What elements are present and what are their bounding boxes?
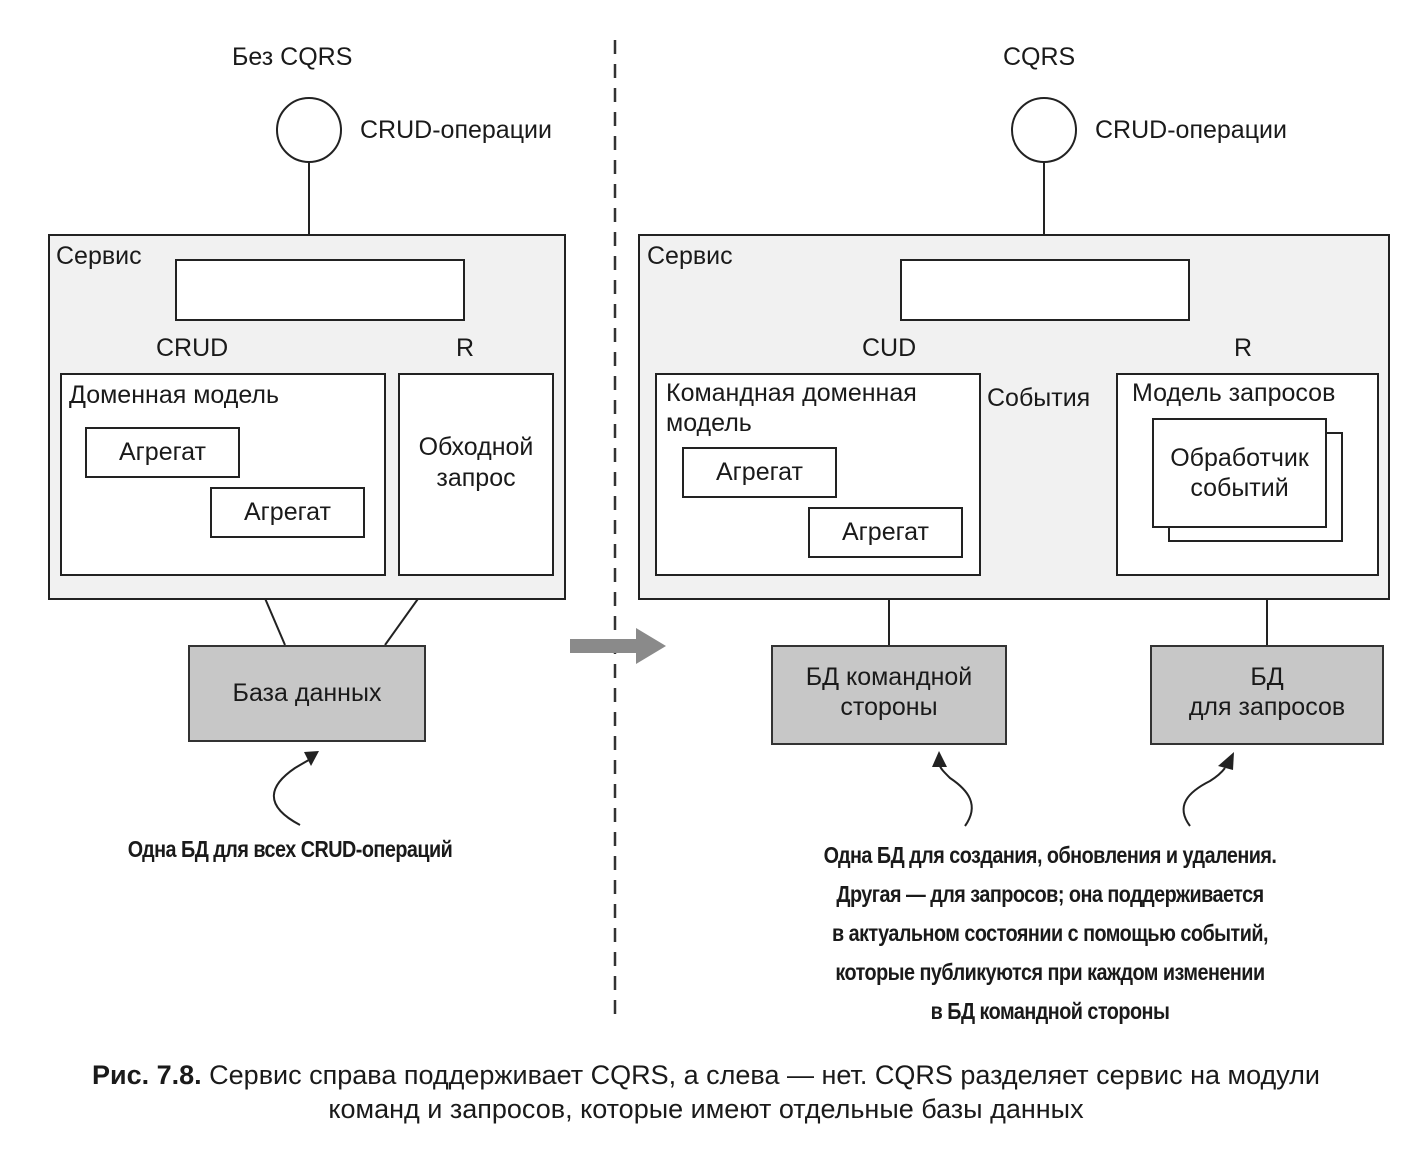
right-r-label: R [1234, 334, 1253, 362]
right-note-line: которые публикуются при каждом изменении [835, 959, 1265, 985]
query-note-pointer [1182, 767, 1226, 827]
right-command-db [771, 645, 1007, 745]
right-command-db-line1: БД командной [805, 663, 973, 691]
right-command-model-line2: модель [666, 409, 752, 437]
right-circle-label: CRUD-операции [1095, 116, 1287, 144]
right-query-db-line1: БД [1250, 663, 1284, 691]
caption-line-1: Рис. 7.8. Сервис справа поддерживает CQR… [0, 1058, 1412, 1092]
right-command-model-line1: Командная доменная [666, 379, 917, 407]
caption-text-1: Сервис справа поддерживает CQRS, а слева… [209, 1060, 1321, 1090]
left-note: Одна БД для всех CRUD-операций [127, 836, 453, 862]
left-title: Без CQRS [232, 43, 353, 71]
command-note-arrowhead-icon [932, 751, 947, 767]
right-aggregate-1: Агрегат [682, 447, 837, 498]
left-crud-circle [276, 97, 342, 163]
right-handler-card [1152, 418, 1327, 528]
figure-caption: Рис. 7.8. Сервис справа поддерживает CQR… [0, 1058, 1412, 1126]
query-note-arrowhead-icon [1218, 752, 1234, 770]
command-note-pointer [939, 765, 973, 827]
left-bypass-line1: Обходной [418, 433, 534, 461]
left-note-pointer [272, 757, 313, 826]
left-note-arrowhead-icon [304, 751, 319, 766]
left-aggregate-1: Агрегат [85, 427, 240, 478]
right-command-db-line2: стороны [840, 693, 938, 721]
left-r-label: R [456, 334, 475, 362]
right-query-model-label: Модель запросов [1132, 379, 1336, 407]
left-domain-model-label: Доменная модель [69, 381, 280, 409]
caption-line-2: команд и запросов, которые имеют отдельн… [328, 1094, 1084, 1124]
transition-arrow-shaft [570, 639, 640, 653]
left-bypass-line2: запрос [436, 464, 516, 492]
right-title: CQRS [1003, 43, 1076, 71]
right-api-box [900, 259, 1190, 321]
left-crud-label: CRUD [156, 334, 229, 362]
left-bypass-box [398, 373, 554, 576]
right-query-db [1150, 645, 1384, 745]
left-aggregate-2: Агрегат [210, 487, 365, 538]
right-handler-line1: Обработчик [1170, 444, 1309, 472]
right-note-line: в актуальном состоянии с помощью событий… [832, 920, 1268, 946]
right-aggregate-2: Агрегат [808, 507, 963, 558]
caption-label: Рис. 7.8. [91, 1060, 202, 1090]
right-service-label: Сервис [647, 242, 733, 270]
left-api-box [175, 259, 465, 321]
transition-arrow-icon [636, 628, 666, 664]
right-query-db-line2: для запросов [1188, 693, 1346, 721]
right-events-label: События [987, 384, 1091, 412]
right-note-line: Одна БД для создания, обновления и удале… [823, 842, 1277, 868]
right-handler-line2: событий [1190, 474, 1289, 502]
right-cud-label: CUD [862, 334, 917, 362]
right-note-line: в БД командной стороны [930, 998, 1170, 1024]
right-note: Одна БД для создания, обновления и удале… [762, 836, 1338, 1031]
right-crud-circle [1011, 97, 1077, 163]
right-note-line: Другая — для запросов; она поддерживаетс… [836, 881, 1264, 907]
left-circle-label: CRUD-операции [360, 116, 552, 144]
left-database: База данных [188, 645, 426, 742]
left-service-label: Сервис [56, 242, 142, 270]
